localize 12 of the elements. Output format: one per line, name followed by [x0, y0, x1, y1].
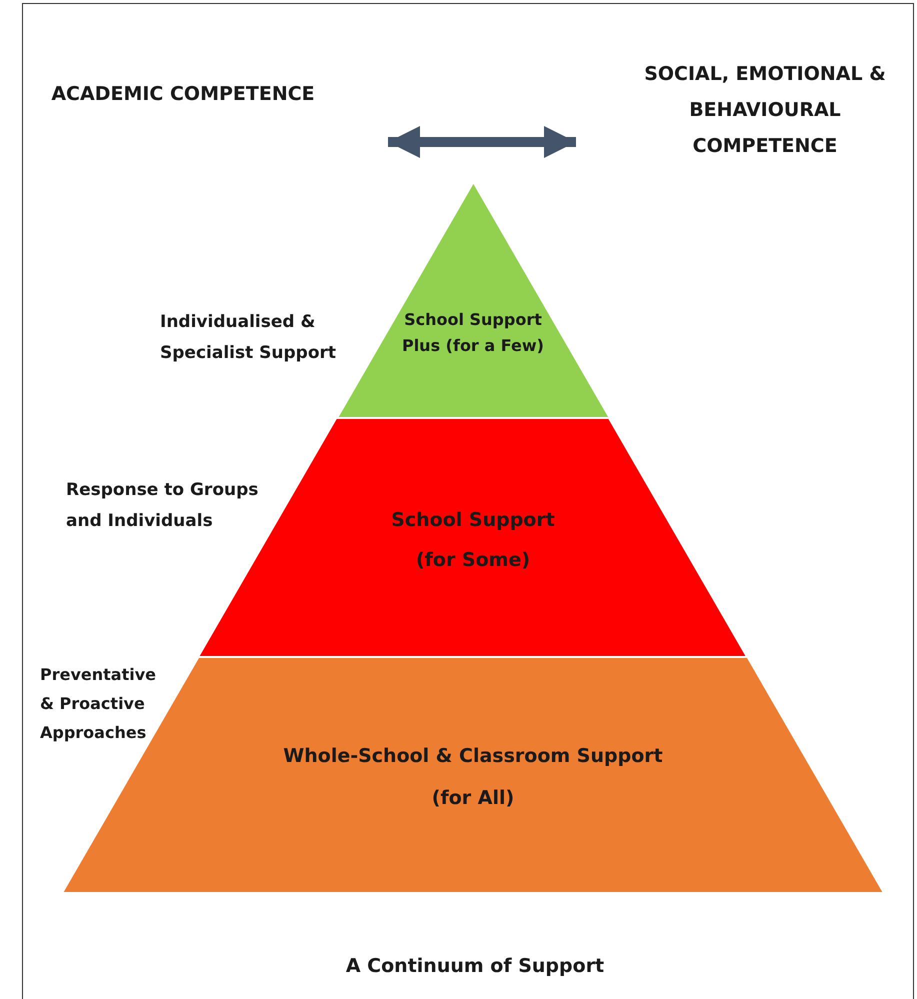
tier-label: School Support [391, 508, 555, 533]
tier-label: (for All) [432, 786, 514, 811]
level-label: Individualised & Specialist Support [160, 311, 338, 365]
tier-label: School Support Plus (for a Few) [400, 309, 545, 357]
level-label: Response to Groups and Individuals [66, 479, 260, 533]
heading-text: ACADEMIC COMPETENCE [51, 82, 315, 107]
double-arrow [388, 126, 576, 158]
level-label: Preventative & Proactive Approaches [40, 664, 157, 744]
heading-text: SOCIAL, EMOTIONAL & BEHAVIOURAL COMPETENCE [643, 62, 887, 159]
tier-label: (for Some) [416, 548, 530, 573]
caption: A Continuum of Support [346, 955, 604, 977]
tier-label: Whole-School & Classroom Support [283, 744, 663, 769]
